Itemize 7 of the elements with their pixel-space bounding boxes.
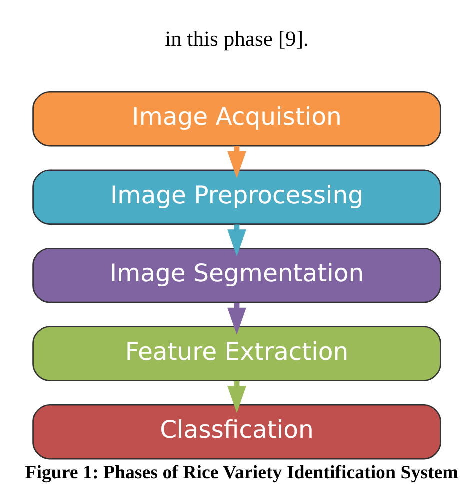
- label: in this phase [9].: [165, 26, 309, 51]
- node-box: Image Segmentation: [32, 248, 442, 304]
- node-box: Classfication: [32, 404, 442, 460]
- caption: Figure 1: Phases of Rice Variety Identification System: [25, 462, 458, 484]
- node-box: Feature Extraction: [32, 326, 442, 382]
- node-box: Image Acquistion: [32, 91, 442, 147]
- node-box: Image Preprocessing: [32, 170, 442, 226]
